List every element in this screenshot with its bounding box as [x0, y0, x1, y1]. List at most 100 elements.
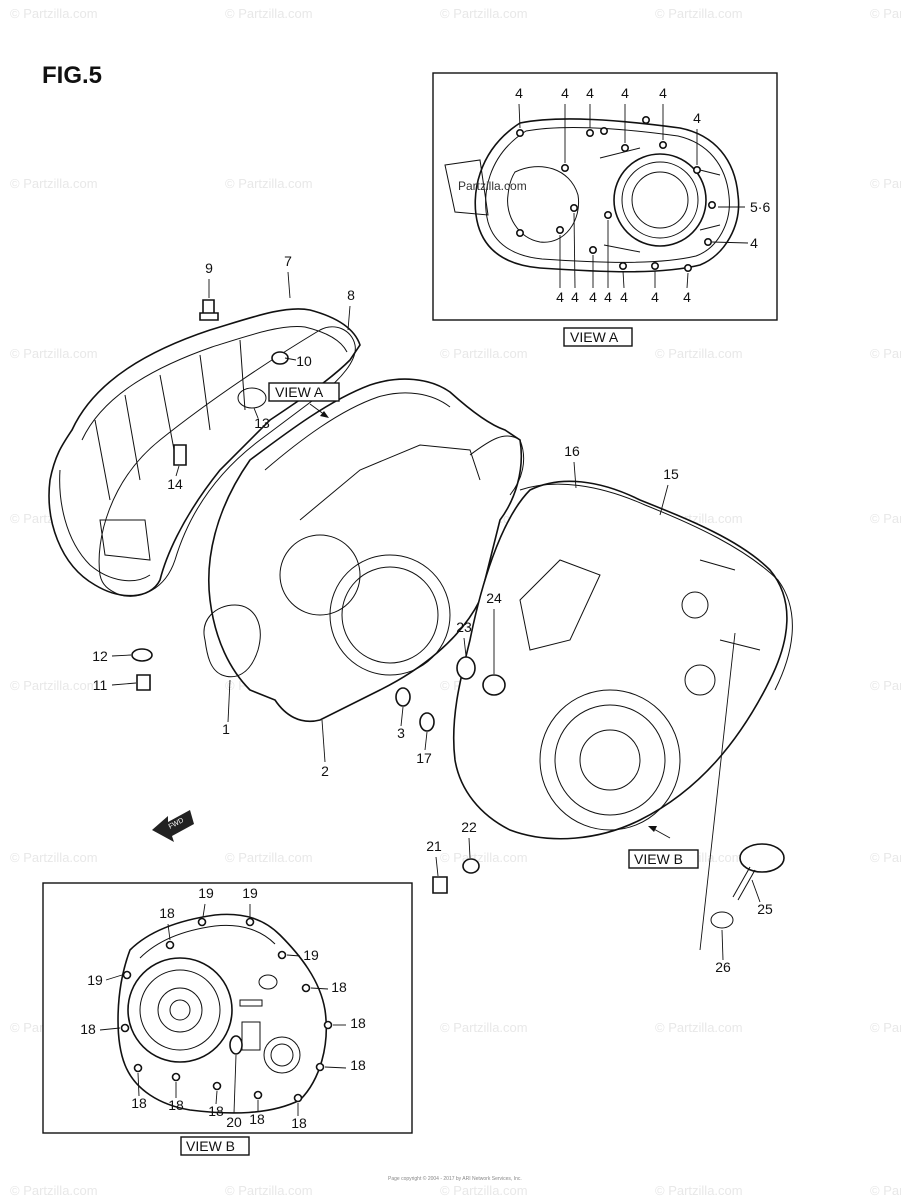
watermark-text: © Partzilla.com — [870, 346, 901, 361]
callout-7: 7 — [284, 253, 292, 269]
gasket-8 — [98, 326, 356, 597]
callout-18: 18 — [291, 1115, 307, 1131]
watermark-text: © Partzilla.com — [10, 850, 98, 865]
bolt-hole — [599, 127, 608, 136]
callout-18: 18 — [350, 1057, 366, 1073]
bolt-hole — [585, 129, 594, 138]
view-a-label-box — [563, 327, 633, 347]
bolt-hole — [212, 1081, 222, 1091]
gasket-1 — [203, 604, 261, 678]
callout-25: 25 — [757, 901, 773, 917]
callout-4: 4 — [621, 85, 629, 101]
callout-9: 9 — [205, 260, 213, 276]
bolt-hole — [293, 1093, 303, 1103]
callout-5-6: 5·6 — [750, 199, 770, 215]
watermark-text: © Partzilla.com — [225, 1183, 313, 1198]
watermark-text: © Partzilla.com — [225, 850, 313, 865]
bolt-hole — [301, 983, 311, 993]
view-b-label-box — [180, 1136, 250, 1156]
callout-8: 8 — [347, 287, 355, 303]
bolt-hole — [560, 164, 569, 173]
watermark-text: © Partzilla.com — [440, 6, 528, 21]
watermark-text: © Partzilla.com — [440, 346, 528, 361]
callout-4: 4 — [556, 289, 564, 305]
bolt-hole — [707, 201, 716, 210]
callout-4: 4 — [604, 289, 612, 305]
callout-18: 18 — [249, 1111, 265, 1127]
bolt-hole — [120, 1023, 130, 1033]
watermark-text: © Partzilla.com — [870, 176, 901, 191]
watermark-text: © Partzilla.com — [440, 850, 528, 865]
bolt-hole — [588, 246, 597, 255]
callout-4: 4 — [586, 85, 594, 101]
callout-18: 18 — [131, 1095, 147, 1111]
bolt-hole — [650, 261, 659, 270]
callout-4: 4 — [571, 289, 579, 305]
callout-3: 3 — [397, 725, 405, 741]
view-b-bolt-holes — [120, 917, 333, 1103]
watermark-text: © Partzilla.com — [440, 1020, 528, 1035]
watermark-text: © Partzilla.com — [10, 6, 98, 21]
bolt-hole — [253, 1090, 263, 1100]
bolt-hole — [603, 211, 612, 220]
callout-4: 4 — [620, 289, 628, 305]
watermark-text: © Partzilla.com — [870, 1183, 901, 1198]
copyright-text: Page copyright © 2004 - 2017 by ARI Netw… — [388, 1175, 522, 1182]
watermark-text: © Partzilla.com — [655, 1020, 743, 1035]
watermark-text: © Partzilla.com — [440, 1183, 528, 1198]
fwd-arrow-icon: FWD — [152, 810, 194, 842]
watermark-text: © Partzilla.com — [870, 511, 901, 526]
view-a-label: VIEW A — [570, 329, 619, 345]
bolt-hole — [683, 263, 692, 272]
callout-1: 1 — [222, 721, 230, 737]
view-b-pointer-label: VIEW B — [634, 851, 683, 867]
callout-18: 18 — [168, 1097, 184, 1113]
bolt-hole — [658, 141, 667, 150]
bolt-hole — [133, 1063, 143, 1073]
gasket-16 — [519, 483, 793, 691]
watermark-text: © Partzilla.com — [225, 176, 313, 191]
outer-clutch-cover — [48, 308, 361, 597]
view-a-bolt-holes — [515, 116, 716, 272]
watermark-text: © Partzilla.com — [10, 1183, 98, 1198]
bolt-hole — [515, 129, 524, 138]
watermark-text: © Partzilla.com — [225, 6, 313, 21]
callout-4: 4 — [693, 110, 701, 126]
small-parts — [131, 299, 785, 951]
view-b-pointer-box — [628, 849, 699, 869]
callout-13: 13 — [254, 415, 270, 431]
watermark-text: © Partzilla.com — [870, 6, 901, 21]
watermark-text: © Partzilla.com — [870, 1020, 901, 1035]
watermark-text: © Partzilla.com — [10, 346, 98, 361]
callout-19: 19 — [198, 885, 214, 901]
callout-12: 12 — [92, 648, 108, 664]
callout-21: 21 — [426, 838, 442, 854]
callout-4: 4 — [683, 289, 691, 305]
bolt-hole — [555, 226, 564, 235]
watermark-text: © Partzilla.com — [655, 6, 743, 21]
callout-18: 18 — [159, 905, 175, 921]
callout-4: 4 — [561, 85, 569, 101]
callout-2: 2 — [321, 763, 329, 779]
callout-26: 26 — [715, 959, 731, 975]
callout-23: 23 — [456, 619, 472, 635]
bolt-hole — [315, 1062, 325, 1072]
callout-15: 15 — [663, 466, 679, 482]
bolt-hole — [618, 261, 627, 270]
callout-18: 18 — [331, 979, 347, 995]
callout-18: 18 — [80, 1021, 96, 1037]
figure-title: FIG.5 — [42, 62, 102, 89]
bolt-hole — [165, 940, 175, 950]
watermark-text: © Partzilla.com — [870, 678, 901, 693]
view-a-pointer-box — [268, 382, 340, 402]
view-a-watermark: Partzilla.com — [458, 179, 527, 193]
bolt-hole — [515, 229, 524, 238]
callout-18: 18 — [208, 1103, 224, 1119]
bolt-hole — [277, 950, 287, 960]
callout-10: 10 — [296, 353, 312, 369]
bolt-hole — [641, 116, 650, 125]
